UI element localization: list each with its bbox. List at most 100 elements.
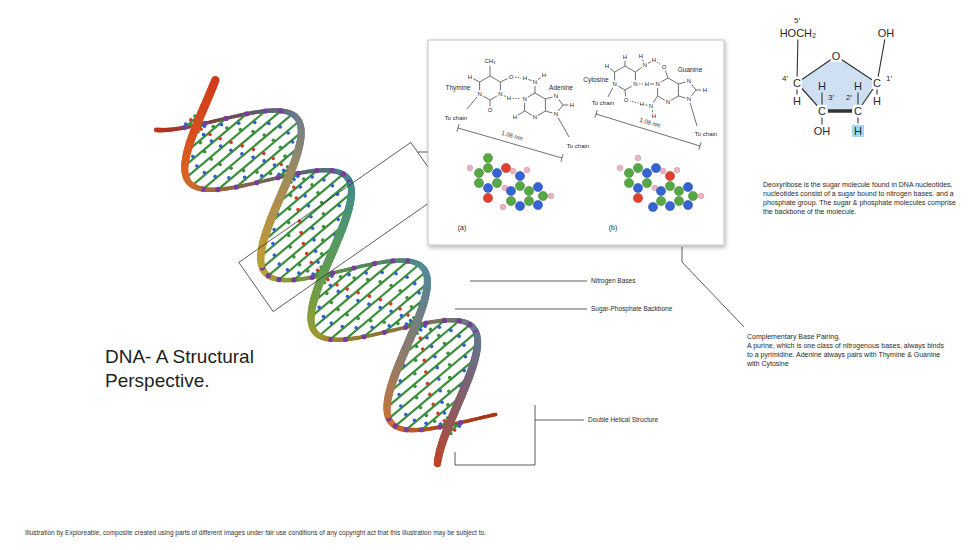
base-atom: [389, 284, 393, 288]
atom-ball: [524, 196, 533, 205]
base-atom: [436, 411, 440, 415]
base-atom: [286, 268, 290, 272]
note-text: A purine, which is one class of nitrogen…: [747, 341, 947, 368]
base-atom: [438, 325, 442, 329]
bond-line: [797, 39, 799, 76]
chain-label: To chain: [445, 115, 467, 122]
base-atom: [316, 260, 320, 264]
base-atom: [321, 238, 325, 242]
base-atom: [389, 309, 393, 313]
base-atom: [382, 320, 386, 324]
carbon-number: 4′: [782, 75, 788, 84]
dimension-line: [596, 114, 700, 146]
base-pair: [384, 330, 478, 410]
backbone-ribbon: [203, 121, 207, 125]
base-atom: [370, 325, 374, 329]
atom-ball: [524, 167, 530, 173]
group-formula: HOCH₂: [780, 27, 817, 39]
atom-ball: [674, 196, 683, 205]
base-atom: [298, 263, 302, 267]
callout-frame: [239, 142, 445, 311]
base-atom: [295, 196, 299, 200]
atom-symbol: N: [476, 91, 482, 98]
base-atom: [272, 228, 276, 232]
base-stick: [268, 208, 349, 276]
base-atom: [424, 421, 428, 425]
atom-symbol: N: [642, 62, 648, 69]
base-atom: [282, 168, 286, 172]
atom-symbol: N: [497, 91, 503, 98]
base-atom: [400, 314, 404, 318]
atom-symbol: N: [553, 93, 559, 100]
base-atom: [449, 329, 453, 333]
atom-ball: [617, 165, 623, 171]
base-atom: [367, 302, 371, 306]
atom-ball: [633, 193, 642, 202]
base-atom: [413, 372, 417, 376]
base-atom: [322, 178, 326, 182]
atom-ball: [665, 171, 674, 180]
atom-ball: [506, 186, 515, 195]
base-stick: [236, 132, 301, 187]
phosphate-atom: [458, 420, 463, 425]
atom-symbol: H: [604, 63, 610, 70]
base-pair: [386, 341, 480, 421]
atom-symbol: H: [639, 101, 645, 108]
backbone-segment: [156, 129, 159, 130]
atom-ball: [533, 182, 542, 191]
base-stick: [261, 182, 350, 257]
base-atom: [287, 221, 291, 225]
base-atom: [339, 275, 343, 279]
phosphate-atom: [361, 334, 366, 339]
base-atom: [202, 133, 206, 137]
bond-line: [610, 68, 615, 72]
base-atom: [208, 133, 212, 137]
base-pair: [260, 190, 354, 270]
base-atom: [191, 155, 195, 159]
atom-symbol: H: [818, 80, 826, 92]
atom-symbol: H: [522, 75, 528, 82]
base-atom: [317, 306, 321, 310]
base-atom: [330, 301, 334, 305]
base-atom: [219, 144, 223, 148]
base-atom: [271, 157, 275, 161]
atom-symbol: H: [512, 114, 518, 121]
base-atom: [203, 171, 207, 175]
bond-line: [678, 96, 685, 98]
base-atom: [225, 126, 229, 130]
base-atom: [428, 393, 432, 397]
phosphate-atom: [390, 258, 395, 263]
leader-line: [470, 281, 587, 282]
phosphate-atom: [404, 427, 409, 432]
base-stick: [406, 377, 469, 430]
base-atom: [286, 131, 290, 135]
base-atom: [262, 133, 266, 137]
base-atom: [433, 355, 437, 359]
base-pair: [184, 108, 268, 180]
note-heading: Complementary Base Pairing,: [747, 332, 957, 341]
base-atom: [336, 218, 340, 222]
atom-ball: [642, 168, 651, 177]
base-atom: [329, 283, 333, 287]
atom-symbol: H: [569, 102, 575, 109]
bond-line: [535, 86, 536, 94]
atom-ball: [483, 183, 492, 192]
dimension-line: [457, 124, 563, 162]
base-atom: [433, 419, 437, 423]
backbone-ribbon: [156, 128, 159, 133]
bond-line: [878, 39, 885, 76]
bracket-line: [455, 452, 456, 465]
base-atom: [260, 174, 264, 178]
base-atom: [462, 369, 466, 373]
backbone-ribbon: [281, 193, 283, 197]
atom-ball: [483, 153, 492, 162]
base-atom: [253, 121, 257, 125]
atom-symbol: N: [521, 96, 527, 103]
base-atom: [325, 292, 329, 296]
base-atom: [310, 261, 314, 265]
chain-label: To chain: [695, 131, 717, 138]
base-atom: [269, 172, 273, 176]
base-atom: [410, 305, 414, 309]
carbon-number: 1′: [886, 75, 892, 84]
hydrogen-bond: [629, 101, 638, 103]
